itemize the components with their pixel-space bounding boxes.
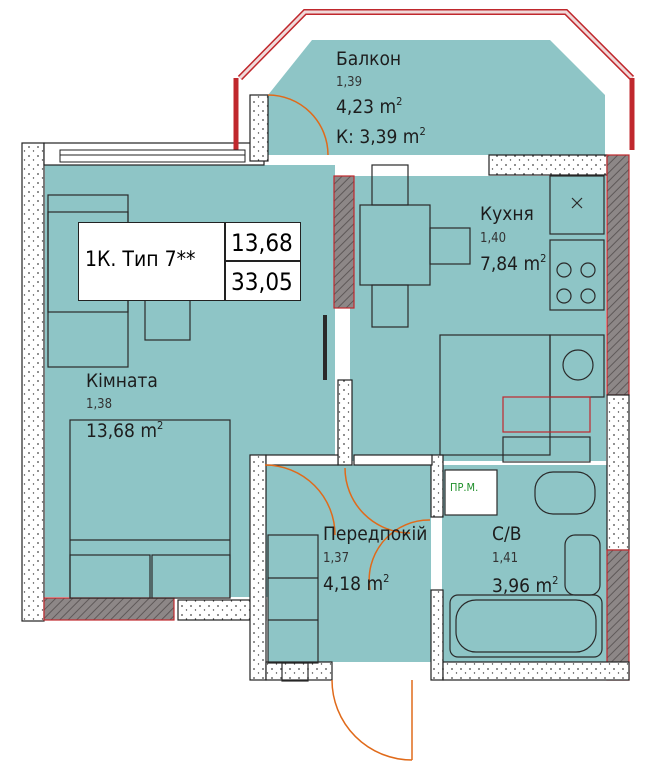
room-area: 13,68 m2 <box>86 419 164 442</box>
room-code: 1,38 <box>86 397 113 412</box>
balcony-door <box>267 94 329 156</box>
info-divider-vertical <box>224 223 226 300</box>
windows <box>59 9 635 163</box>
wall-bottom-hall <box>265 661 333 681</box>
room-door <box>264 464 336 536</box>
wall-hall-bath <box>430 454 444 518</box>
hall-code: 1,37 <box>323 551 350 566</box>
room-name: Кімната <box>86 370 158 392</box>
chair-bottom <box>371 284 409 328</box>
apartment-type: 1К. Тип 7** <box>85 247 196 271</box>
kitchen-furniture <box>359 164 605 463</box>
hall-name: Передпокій <box>323 523 428 545</box>
balcony-floor <box>268 40 605 155</box>
info-divider-horizontal <box>224 260 300 262</box>
room-furniture <box>47 194 327 599</box>
toilet <box>534 471 596 515</box>
balcony-area-coef: К: 3,39 m2 <box>336 125 426 148</box>
wall-kitchen-hall <box>353 454 433 466</box>
kitchen-door <box>344 467 411 534</box>
wall-right-lower <box>606 549 630 681</box>
chair-right <box>429 227 471 265</box>
wall-hall-bath-lower <box>430 589 444 681</box>
shaft-box <box>444 469 498 516</box>
balcony-area: 4,23 m2 <box>336 95 403 118</box>
bathroom-door <box>368 519 431 591</box>
bathroom-name: С/В <box>492 523 522 545</box>
kitchen-name: Кухня <box>480 203 534 225</box>
bathroom-code: 1,41 <box>492 551 519 566</box>
stove <box>549 239 605 311</box>
floor-areas <box>45 40 607 662</box>
total-area: 33,05 <box>231 268 293 296</box>
wall-right-upper <box>606 154 630 396</box>
balcony-name: Балкон <box>336 48 402 70</box>
wall-room-kitchen <box>333 175 355 309</box>
doors <box>264 94 431 761</box>
washer <box>502 396 591 433</box>
wall-bottom-bath <box>442 661 630 681</box>
dryer <box>502 436 591 463</box>
hall-area: 4,18 m2 <box>323 572 390 595</box>
cabinet-tall <box>549 175 605 235</box>
kitchen-floor <box>350 176 606 461</box>
wall-left-bottom <box>43 597 175 621</box>
wall-balcony-left <box>249 94 269 162</box>
apartment-info-box: 1К. Тип 7** 13,68 33,05 <box>78 222 301 301</box>
bathroom-area: 3,96 m2 <box>492 574 559 597</box>
living-area: 13,68 <box>231 229 293 257</box>
bathtub <box>449 594 603 658</box>
hall-floor <box>268 465 431 662</box>
wall-hall-top <box>265 454 339 466</box>
entrance-door <box>331 679 413 761</box>
hall-furniture <box>267 469 603 682</box>
wall-right-mid <box>606 394 630 551</box>
wall-outer-left <box>21 142 45 622</box>
balcony-code: 1,39 <box>336 75 363 90</box>
kitchen-area: 7,84 m2 <box>480 252 547 275</box>
wall-kitchen-top <box>488 154 608 176</box>
kitchen-code: 1,40 <box>480 231 507 246</box>
shaft-label: ПР.М. <box>450 481 479 494</box>
wall-room-kitchen-lower <box>337 379 353 466</box>
wall-hall-left <box>249 454 267 681</box>
